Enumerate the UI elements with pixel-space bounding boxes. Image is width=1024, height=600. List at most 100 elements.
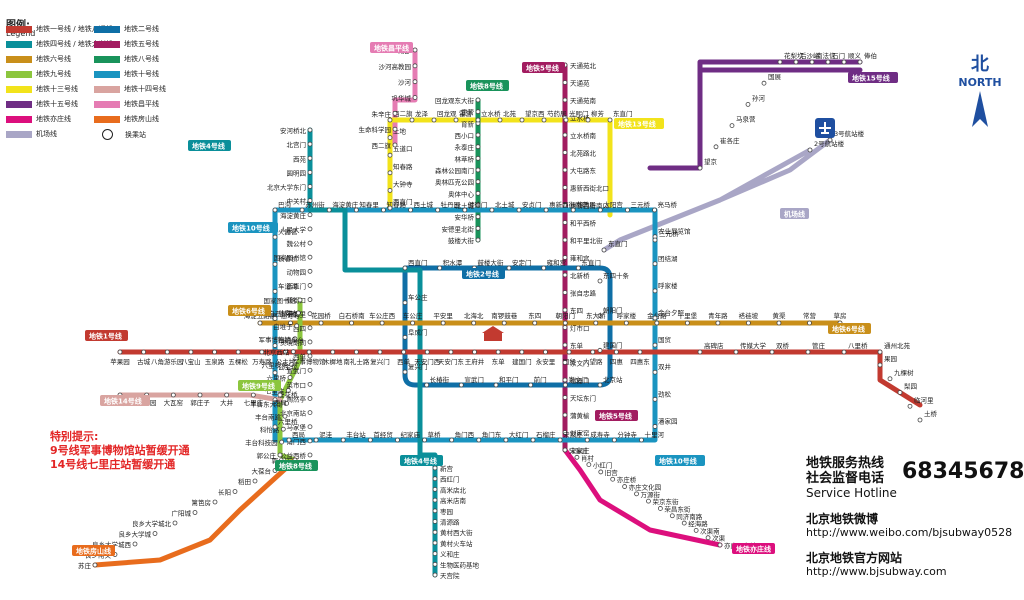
station-label: 成寿寺 xyxy=(590,430,610,439)
station-label: 望京 xyxy=(704,157,718,166)
station-label: 土桥 xyxy=(924,409,938,418)
station-label: 公益西桥 xyxy=(280,451,307,460)
station-dot xyxy=(297,297,303,303)
legend-swatch xyxy=(6,40,32,48)
station-dot xyxy=(277,392,283,398)
line-tag: 地铁9号线 xyxy=(242,382,275,391)
station-label: 国贸 xyxy=(658,335,672,344)
station-dot xyxy=(597,382,603,388)
station-dot xyxy=(307,141,313,147)
supervise-cn: 社会监督电话 xyxy=(806,471,885,486)
station-label: 复兴门 xyxy=(408,362,428,371)
station-dot xyxy=(562,377,568,383)
station-label: 霍营 xyxy=(459,109,473,118)
station-dot xyxy=(611,437,617,443)
yizhuang-path xyxy=(562,447,723,548)
station-label: 慈寿寺 xyxy=(281,311,301,320)
station-label: 团结湖 xyxy=(658,254,678,263)
station-label: 大瓦窑 xyxy=(164,398,184,407)
station-label: 鼓楼大街 xyxy=(477,258,504,267)
station-dot xyxy=(290,349,296,355)
station-dot xyxy=(272,343,278,348)
station-dot xyxy=(449,437,455,443)
legend-item: 地铁房山线 xyxy=(94,114,159,124)
legend-swatch xyxy=(94,40,120,48)
station-dot xyxy=(458,382,464,388)
station-dot xyxy=(141,349,147,355)
station-dot xyxy=(563,117,569,123)
station-dot xyxy=(562,167,568,173)
station-dot xyxy=(506,265,512,271)
station-dot xyxy=(684,320,690,326)
station-label: 大望路 xyxy=(583,357,603,366)
station-dot xyxy=(557,437,563,443)
station-dot xyxy=(431,117,437,123)
legend-item: 地铁九号线 xyxy=(6,69,71,79)
station-dot xyxy=(330,349,336,355)
station-label: 万寿路 xyxy=(252,357,272,366)
line-tag: 地铁5号线 xyxy=(599,412,632,421)
station-dot xyxy=(307,381,313,387)
station-label: 灵境胡同 xyxy=(280,338,306,347)
station-dot xyxy=(475,155,481,161)
station-label: 太阳宫 xyxy=(603,200,623,209)
line-tag-bg xyxy=(72,545,115,556)
line-tag: 地铁亦庄线 xyxy=(736,545,771,554)
legend-label: 地铁五号线 xyxy=(124,40,159,48)
station-dot xyxy=(761,80,767,86)
legend-swatch xyxy=(94,85,120,93)
station-label: 健德门 xyxy=(468,200,488,209)
station-label: 天安门东 xyxy=(438,357,465,366)
station-label: 朝阳门 xyxy=(556,311,576,320)
legend-label: 地铁十号线 xyxy=(124,70,159,78)
station-label: 白石桥南 xyxy=(268,309,295,318)
station-dot xyxy=(402,369,408,375)
station-dot xyxy=(745,102,751,107)
station-label: 立水桥南 xyxy=(570,131,597,140)
station-label: 北苑 xyxy=(503,109,517,118)
station-dot xyxy=(532,320,538,326)
station-dot xyxy=(379,320,385,326)
station-label: 花园桥 xyxy=(311,311,331,320)
station-dot xyxy=(777,59,783,65)
station-label: 后沙峪 xyxy=(800,51,820,60)
station-dot xyxy=(475,117,481,123)
station-label: 荣昌东街 xyxy=(664,504,691,513)
station-label: 西钓鱼台 xyxy=(278,336,304,345)
station-label: 宋家庄 xyxy=(563,430,583,439)
station-dot xyxy=(562,382,568,388)
station-dot xyxy=(432,572,438,578)
station-label: 安德里北街 xyxy=(442,224,475,233)
station-dot xyxy=(412,63,418,69)
station-dot xyxy=(475,144,481,150)
line-tag-bg xyxy=(466,80,509,91)
station-label: 林萃桥 xyxy=(455,154,475,163)
station-label: 科怡路 xyxy=(260,425,280,434)
site-link[interactable]: http://www.bjsubway.com xyxy=(806,565,947,578)
station-label: 劲松 xyxy=(658,389,672,398)
legend-label: 地铁六号线 xyxy=(36,55,71,63)
station-dot xyxy=(475,109,481,115)
station-dot xyxy=(448,349,454,355)
line-tag: 地铁6号线 xyxy=(232,307,265,316)
station-dot xyxy=(188,349,194,355)
station-label: 柳芳 xyxy=(591,109,605,118)
line-tag-bg xyxy=(848,72,898,83)
station-label: 上地 xyxy=(393,127,407,136)
station-label: 西红门 xyxy=(440,475,460,484)
station-dot xyxy=(381,207,386,213)
station-dot xyxy=(307,254,313,260)
station-label: 北宫门 xyxy=(287,140,307,149)
station-dot xyxy=(657,506,663,511)
station-dot xyxy=(562,342,568,348)
station-dot xyxy=(272,207,278,213)
station-dot xyxy=(562,320,568,326)
station-dot xyxy=(132,541,138,547)
station-label: 军事博物馆 xyxy=(293,357,326,366)
station-dot xyxy=(562,447,568,453)
legend-label: 地铁十五号线 xyxy=(36,100,78,108)
airport-line xyxy=(601,137,833,253)
weibo-link[interactable]: http://www.weibo.com/bjsubway0528 xyxy=(806,526,1013,539)
station-label: 西单 xyxy=(293,352,307,361)
station-label: 郭庄子 xyxy=(190,398,210,407)
